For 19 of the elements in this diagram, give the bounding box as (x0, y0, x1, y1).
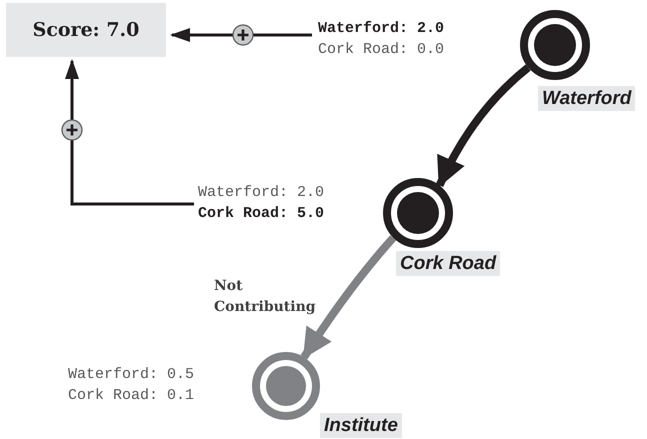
node-label: Waterford (538, 86, 636, 111)
score-line: Waterford: 0.5 (68, 365, 194, 385)
circle-node (520, 10, 590, 80)
score-line: Cork Road: 0.0 (318, 40, 446, 60)
score-box (6, 3, 166, 57)
edge-label: Not Contributing (214, 277, 317, 317)
score-line: Cork Road: 5.0 (198, 204, 326, 224)
circle-node (383, 178, 453, 248)
score-line: Waterford: 2.0 (318, 19, 446, 39)
arrow (300, 235, 396, 360)
arrow (436, 64, 531, 188)
score-line: Waterford: 2.0 (198, 183, 326, 203)
arrow (65, 59, 194, 206)
node-label: Institute (320, 413, 402, 438)
node-label: Cork Road (396, 251, 500, 276)
score-text: Score: 7.0 (32, 18, 140, 43)
circle-node (252, 352, 320, 420)
score-line: Cork Road: 0.1 (68, 386, 194, 406)
arrow (170, 28, 312, 42)
